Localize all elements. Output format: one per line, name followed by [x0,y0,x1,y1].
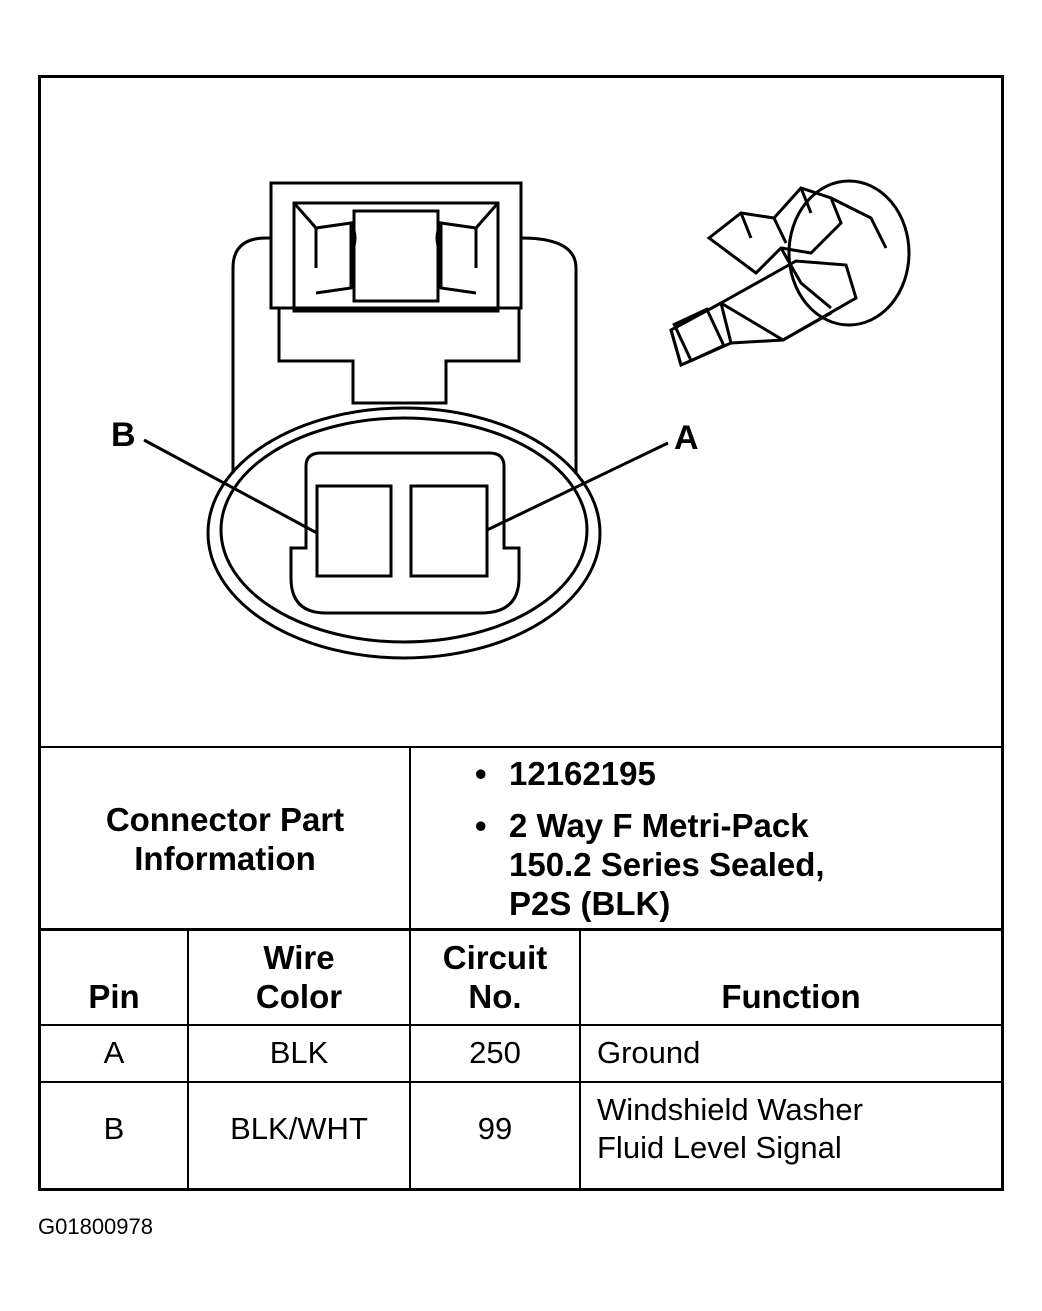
divider-drawing-info [41,746,1001,748]
divider-info-table [41,928,1001,931]
cavity-b [315,484,393,578]
figure-id: G01800978 [38,1214,153,1239]
row-a-circuit: 250 [469,1035,521,1070]
bullet-dot: • [475,755,487,792]
connector-info-label-line1: Connector Part [105,801,345,838]
outer-seal [206,406,602,660]
part-number-item: • 12162195 [475,754,825,793]
header-circuit-line2: No. [468,978,522,1015]
row-b-function-line2: Fluid Level Signal [597,1130,842,1165]
divider-row-a-b [41,1081,1001,1083]
connector-isometric-view [669,179,911,368]
pin-a-label: A [674,419,699,457]
row-b-pin: B [103,1111,125,1146]
connector-figure-frame: B A Connector Part Information • 1216219… [38,75,1004,1191]
row-a-function: Ground [597,1035,701,1070]
description-item: • 2 Way F Metri-Pack 150.2 Series Sealed… [475,806,825,923]
row-b-circuit: 99 [477,1111,513,1146]
connector-info-details: • 12162195 • 2 Way F Metri-Pack 150.2 Se… [475,754,825,923]
row-a-pin: A [103,1035,125,1070]
latch-tower [269,181,523,310]
divider-header-rows [41,1024,1001,1026]
connector-info-label: Connector Part Information [41,800,409,878]
header-wire-color-line1: Wire [263,939,335,976]
row-b-function-line1: Windshield Washer [597,1092,863,1127]
description-text: 2 Way F Metri-Pack 150.2 Series Sealed, … [509,806,825,923]
description-line1: 2 Way F Metri-Pack [509,807,809,844]
bullet-dot: • [475,807,487,844]
header-circuit-line1: Circuit [442,939,548,976]
leader-a [486,441,669,532]
row-b-wire-color: BLK/WHT [230,1111,368,1146]
header-circuit: Circuit No. [411,938,579,1016]
row-a-wire-color: BLK [269,1035,329,1070]
divider-col-pin [187,931,189,1188]
row-b-function: Windshield Washer Fluid Level Signal [597,1091,997,1167]
cavity-a [409,484,489,578]
header-wire-color: Wire Color [189,938,409,1016]
pin-b-label: B [111,416,136,454]
divider-info-column [409,746,411,928]
connector-info-label-line2: Information [134,840,316,877]
description-line3: P2S (BLK) [509,885,671,922]
key-cross [277,308,521,405]
housing-outline [231,236,578,473]
leader-b [143,438,318,535]
part-number: 12162195 [509,755,656,792]
header-wire-color-line2: Color [255,978,343,1015]
header-pin: Pin [88,978,140,1015]
inner-pocket [289,451,521,615]
divider-col-wire [409,931,411,1188]
divider-col-circuit [579,931,581,1188]
header-function: Function [721,978,861,1015]
description-line2: 150.2 Series Sealed, [509,846,825,883]
connector-face-drawing: B A [111,179,911,660]
